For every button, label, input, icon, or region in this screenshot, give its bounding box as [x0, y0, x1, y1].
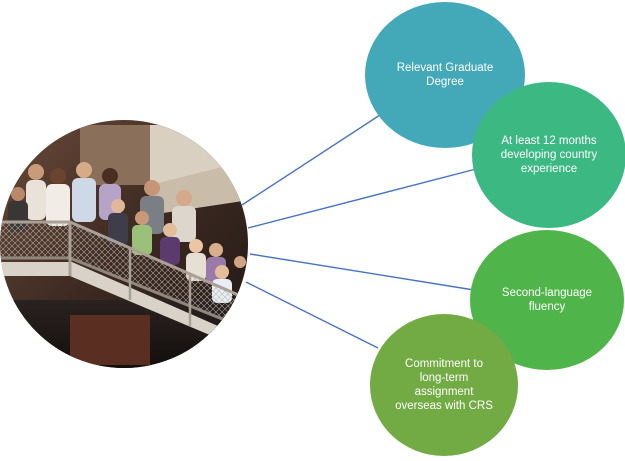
group-photo-icon: [0, 120, 248, 368]
bubble-label: Second-language fluency: [501, 287, 593, 313]
bubble-label: Commitment to long-term assignment overs…: [395, 358, 493, 412]
bubble-label: Relevant Graduate Degree: [396, 62, 494, 88]
requirement-bubble-field-experience: At least 12 months developing country ex…: [472, 82, 625, 228]
connector-line-3: [249, 253, 475, 291]
connector-line-2: [247, 167, 481, 229]
requirement-bubble-long-term-commitment: Commitment to long-term assignment overs…: [370, 314, 518, 456]
connector-line-1: [241, 114, 381, 206]
connector-line-4: [245, 281, 379, 349]
bubble-label: At least 12 months developing country ex…: [500, 135, 598, 175]
